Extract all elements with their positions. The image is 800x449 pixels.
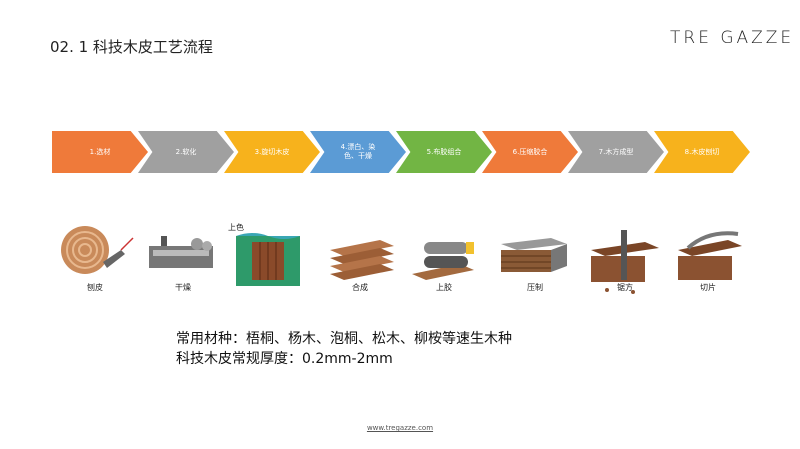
flow-step-3: 3.旋切木皮 — [224, 131, 320, 173]
flow-step-4: 4.漂白、染色、干燥 — [310, 131, 406, 173]
flow-step-5: 5.布胶组合 — [396, 131, 492, 173]
slicing-icon — [678, 231, 742, 280]
process-flow: 1.选材 2.软化 3.旋切木皮 4.漂白、染色、干燥 5.布胶组合 6.压缩胶… — [52, 131, 772, 173]
website-link[interactable]: www.tregazze.com — [366, 424, 434, 432]
dye-tank-icon — [236, 233, 300, 286]
flow-step-label: 8.木皮刨切 — [684, 147, 720, 156]
flow-step-label: 7.木方成型 — [598, 147, 634, 156]
log-roll-icon — [61, 226, 134, 274]
press-block-icon — [501, 238, 567, 272]
process-label: 压制 — [527, 283, 543, 292]
process-label: 刨皮 — [87, 283, 103, 292]
flow-step-label: 3.旋切木皮 — [254, 147, 290, 156]
thickness-text: 科技木皮常规厚度：0.2mm-2mm — [176, 351, 393, 367]
process-label: 上色 — [228, 223, 244, 232]
glue-roller-icon — [412, 242, 474, 280]
flow-step-label: 5.布胶组合 — [426, 147, 462, 156]
slide-title: 02. 1 科技木皮工艺流程 — [50, 38, 213, 56]
flow-step-label: 1.选材 — [89, 147, 111, 156]
saw-icon — [591, 230, 659, 294]
flow-step-7: 7.木方成型 — [568, 131, 664, 173]
species-text: 常用材种：梧桐、杨木、泡桐、松木、柳桉等速生木种 — [176, 331, 512, 347]
flow-step-2: 2.软化 — [138, 131, 234, 173]
process-label: 锯方 — [617, 283, 633, 292]
flow-step-6: 6.压缩胶合 — [482, 131, 578, 173]
process-label: 合成 — [352, 283, 368, 292]
flow-step-1: 1.选材 — [52, 131, 148, 173]
process-label: 干燥 — [175, 283, 191, 292]
flow-step-8: 8.木皮刨切 — [654, 131, 750, 173]
flow-step-label: 4.漂白、染色、干燥 — [340, 143, 376, 160]
flow-step-label: 2.软化 — [175, 147, 197, 156]
dryer-machine-icon — [149, 236, 213, 268]
process-label: 上胶 — [436, 283, 452, 292]
veneer-stack-icon — [330, 240, 394, 280]
brand-logo: TRE GAZZE — [670, 28, 795, 48]
process-label: 切片 — [700, 283, 716, 292]
flow-step-label: 6.压缩胶合 — [512, 147, 548, 156]
